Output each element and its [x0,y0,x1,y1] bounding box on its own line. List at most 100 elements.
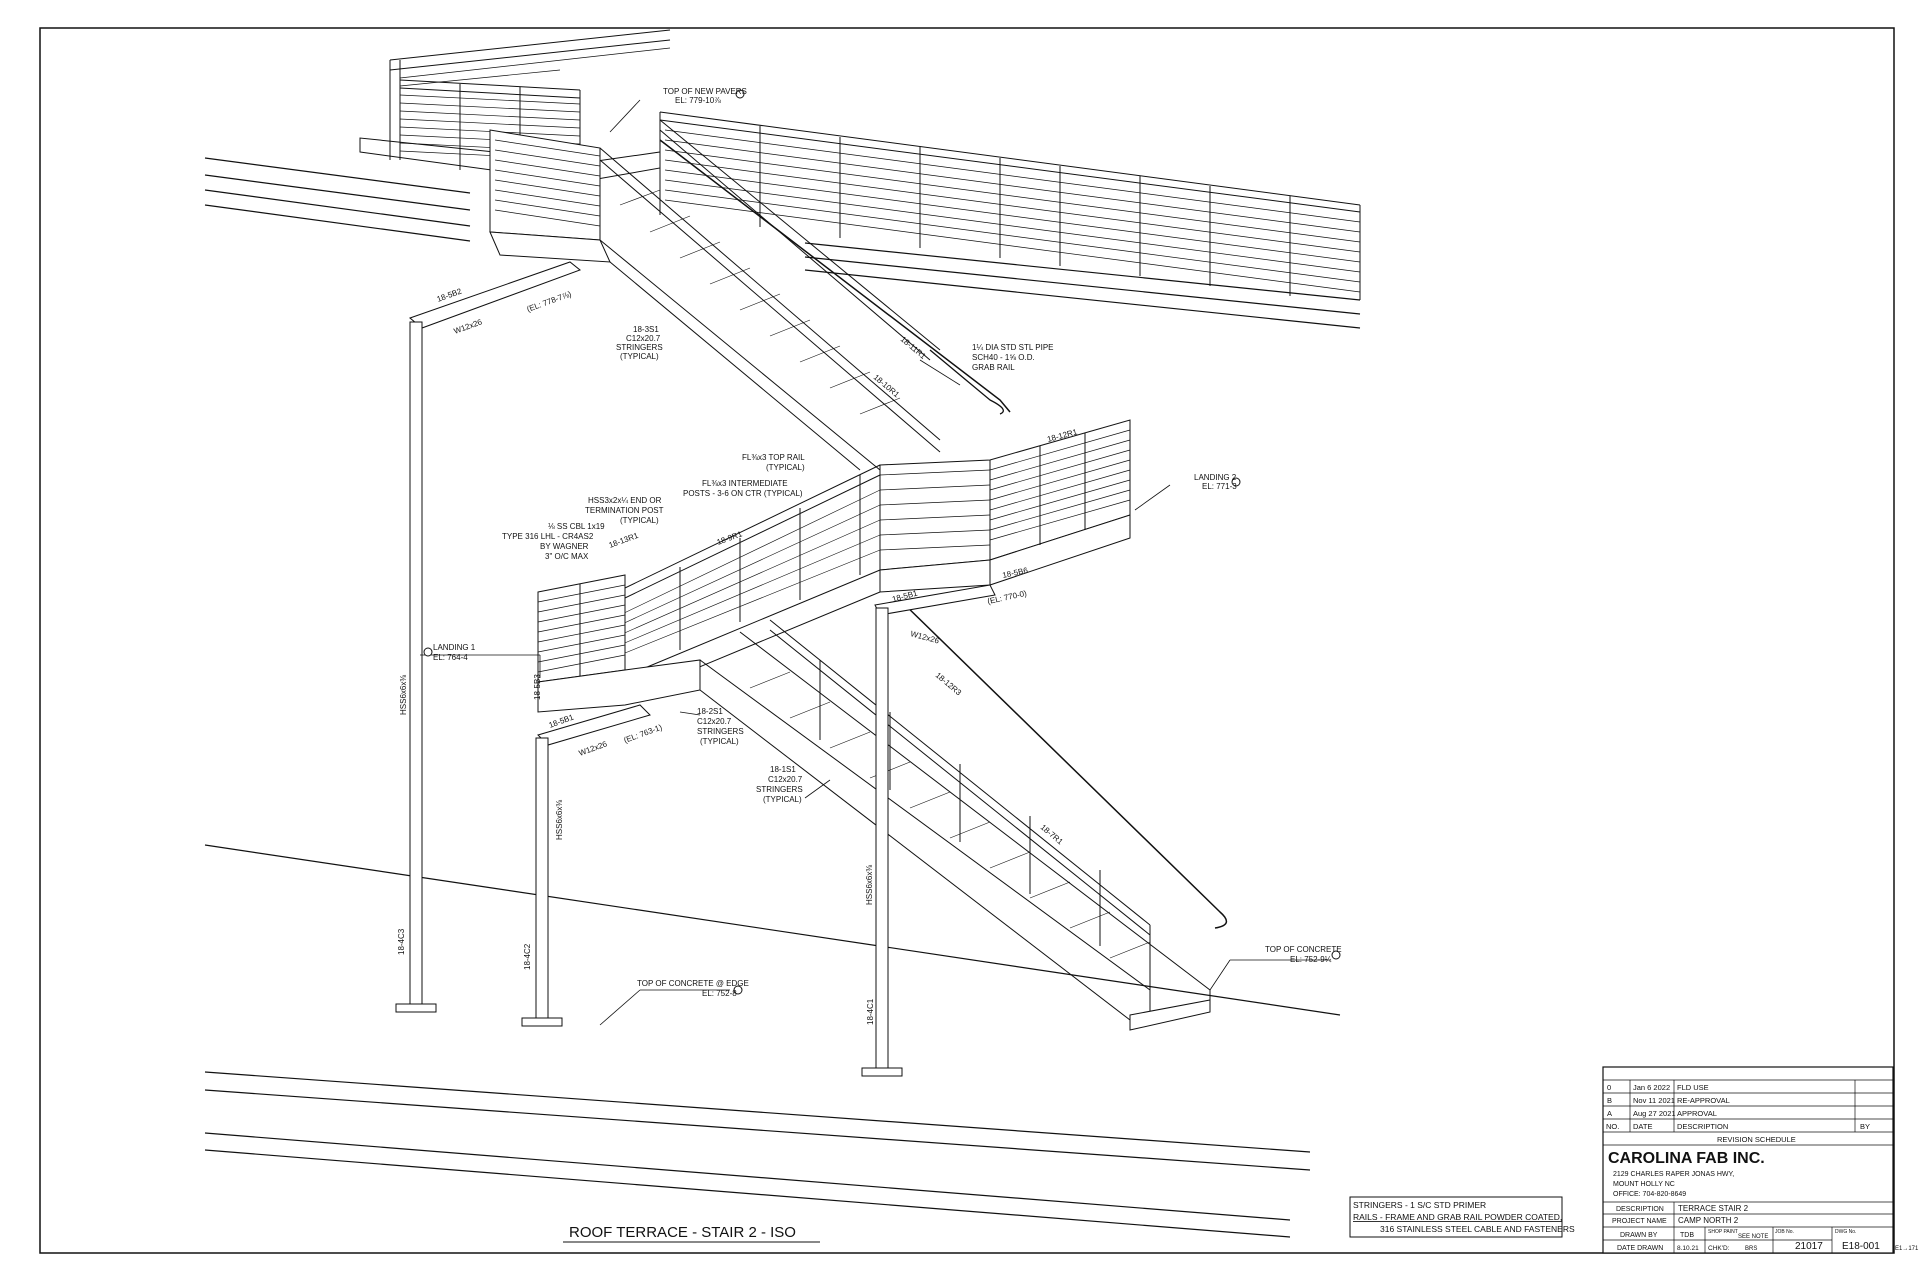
label-cable-4: 3" O/C MAX [545,552,589,561]
edge-mark: E1→171 [1895,1246,1919,1252]
label-stringer-2s1-2: C12x20.7 [697,717,732,726]
upper-stair-flight [599,119,941,471]
label-el-763: (EL: 763-1) [623,723,664,745]
label-interm-posts-2: POSTS - 3-6 ON CTR (TYPICAL) [683,489,803,498]
long-guardrail [659,111,1361,300]
label-landing1-1: LANDING 1 [433,643,476,652]
chkd-value: BRS [1745,1246,1757,1252]
label-stringer-3s1-3: STRINGERS [616,343,663,352]
label-top-concrete-2: EL: 752-9¼ [1290,955,1332,964]
label-grab-rail-1: 1¼ DIA STD STL PIPE [972,343,1054,352]
description-label: DESCRIPTION [1616,1206,1664,1213]
company-address-2: MOUNT HOLLY NC [1613,1181,1675,1188]
label-12r3: 18-12R3 [934,671,964,698]
label-stringer-1s1-2: C12x20.7 [768,775,803,784]
project-value: CAMP NORTH 2 [1678,1216,1739,1225]
rev-header-date: DATE [1633,1122,1652,1131]
label-stringer-1s1-1: 18-1S1 [770,765,796,774]
elevation-markers [423,89,1341,995]
label-landing2-2: EL: 771-3 [1202,482,1237,491]
revision-schedule [1603,1079,1893,1146]
label-col-4c2: 18-4C2 [523,943,532,970]
label-13r1: 18-13R1 [608,531,640,550]
label-11r1: 18-11R1 [899,335,928,362]
label-stringer-3s1-2: C12x20.7 [626,334,661,343]
label-w12-top: W12x26 [453,317,484,336]
rev-2-desc: APPROVAL [1677,1109,1717,1118]
label-cable-3: BY WAGNER [540,542,589,551]
project-label: PROJECT NAME [1612,1218,1667,1225]
label-end-post-3: (TYPICAL) [620,516,659,525]
landing-1 [537,574,701,713]
drawing-title: ROOF TERRACE - STAIR 2 - ISO [569,1224,796,1241]
label-top-rail-2: (TYPICAL) [766,463,805,472]
revision-rows: 0 Jan 6 2022 FLD USE B Nov 11 2021 RE-AP… [1606,1083,1870,1144]
drawn-by-label: DRAWN BY [1620,1232,1658,1239]
rev-1-desc: RE-APPROVAL [1677,1096,1730,1105]
label-top-concrete-1: TOP OF CONCRETE [1265,945,1342,954]
label-landing1-2: EL: 764-4 [433,653,468,662]
finish-notes: STRINGERS - 1 S/C STD PRIMER RAILS - FRA… [1349,1196,1575,1238]
label-stringer-2s1-3: STRINGERS [697,727,744,736]
rev-1-date: Nov 11 2021 [1633,1096,1675,1105]
label-stringer-3s1-1: 18-3S1 [633,325,659,334]
landing-2 [879,419,1131,593]
label-stringer-1s1-4: (TYPICAL) [763,795,802,804]
label-top-concrete-edge-2: EL: 752-8 [702,989,737,998]
rev-0-no: 0 [1607,1083,1611,1092]
description-value: TERRACE STAIR 2 [1678,1204,1749,1213]
revision-caption: REVISION SCHEDULE [1717,1135,1796,1144]
company-name: CAROLINA FAB INC. [1608,1150,1765,1167]
label-top-pavers-1: TOP OF NEW PAVERS [663,87,747,96]
rev-2-date: Aug 27 2021 [1633,1109,1676,1118]
label-hss-right: HSS6x6x⅜ [865,865,874,905]
drawn-by-value: TDB [1680,1232,1694,1239]
date-drawn-label: DATE DRAWN [1617,1245,1663,1252]
shop-paint-label: SHOP PAINT [1708,1229,1738,1235]
chkd-label: CHK'D: [1708,1245,1730,1252]
label-w12-mid: W12x26 [909,629,940,645]
label-grab-rail-3: GRAB RAIL [972,363,1015,372]
rev-1-no: B [1607,1096,1612,1105]
label-7r1: 18-7R1 [1039,823,1065,847]
dwg-value: E18-001 [1842,1241,1880,1252]
rev-2-no: A [1607,1109,1612,1118]
columns [395,321,903,1077]
dwg-label: DWG No. [1835,1229,1856,1235]
note-line-1: STRINGERS - 1 S/C STD PRIMER [1353,1200,1486,1210]
label-top-concrete-edge-1: TOP OF CONCRETE @ EDGE [637,979,749,988]
job-label: JOB No. [1775,1229,1794,1235]
label-col-4c3: 18-4C3 [397,928,406,955]
label-top-pavers-2: EL: 779-10⅞ [675,96,721,105]
label-stringer-1s1-3: STRINGERS [756,785,803,794]
label-grab-rail-2: SCH40 - 1⅝ O.D. [972,353,1035,362]
label-col-4c1: 18-4C1 [866,998,875,1025]
company-address-1: 2129 CHARLES RAPER JONAS HWY, [1613,1171,1734,1178]
rev-0-date: Jan 6 2022 [1633,1083,1670,1092]
label-stringer-2s1-4: (TYPICAL) [700,737,739,746]
shop-paint-value: SEE NOTE [1738,1234,1768,1240]
info-grid [1603,1201,1893,1253]
label-stringer-2s1-1: 18-2S1 [697,707,723,716]
rev-header-desc: DESCRIPTION [1677,1122,1728,1131]
date-drawn-value: 8.10.21 [1677,1245,1699,1252]
label-w12-low: W12x26 [578,739,609,758]
roof-edge-lines [204,157,1361,1238]
stair-iso-drawing [204,29,1361,1238]
label-hss-left: HSS6x6x⅜ [399,675,408,715]
job-value: 21017 [1795,1241,1823,1252]
label-landing2-1: LANDING 2 [1194,473,1237,482]
top-landing [489,129,611,263]
label-interm-posts-1: FL⅜x3 INTERMEDIATE [702,479,788,488]
label-cable-1: ⅛ SS CBL 1x19 [548,522,605,531]
label-stringer-3s1-4: (TYPICAL) [620,352,659,361]
note-line-3: 316 STAINLESS STEEL CABLE AND FASTENERS [1380,1224,1575,1234]
sheet-border [39,27,1895,1254]
lower-stair-flight [699,619,1211,1031]
rev-header-by: BY [1860,1122,1870,1131]
company-address-3: OFFICE: 704-820-8649 [1613,1191,1686,1198]
label-el-778: (EL: 778-7⅞) [526,289,573,314]
title-block: 0 Jan 6 2022 FLD USE B Nov 11 2021 RE-AP… [1602,1066,1894,1254]
label-top-rail-1: FL⅜x3 TOP RAIL [742,453,805,462]
